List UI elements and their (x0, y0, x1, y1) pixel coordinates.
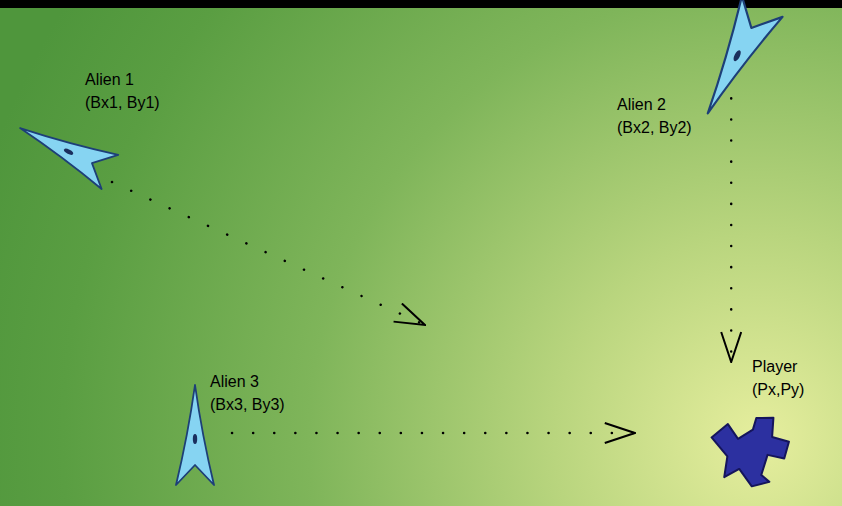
player-ship: Player (Px,Py) (700, 355, 820, 490)
alien-body (12, 111, 119, 189)
player-icon (700, 355, 820, 490)
alien-eye (63, 148, 74, 156)
ship-name: Player (752, 357, 797, 376)
alien-ship: Alien 1 (Bx1, By1) (10, 65, 200, 190)
ship-name: Alien 1 (85, 70, 134, 89)
alien-body (176, 385, 214, 485)
ship-name: Alien 2 (617, 95, 666, 114)
alien-eye (193, 434, 197, 444)
coordinate-label: (Bx1, By1) (85, 93, 160, 112)
alien-body (687, 0, 782, 124)
shot-trajectory (232, 432, 635, 435)
ship-name: Alien 3 (210, 372, 259, 391)
coordinate-label: (Px,Py) (752, 380, 804, 399)
coordinate-label: (Bx2, By2) (617, 118, 692, 137)
shot-trajectory (730, 98, 733, 362)
alien-ship: Alien 3 (Bx3, By3) (170, 370, 320, 490)
coordinate-label: (Bx3, By3) (210, 395, 285, 414)
alien-ship: Alien 2 (Bx2, By2) (610, 2, 780, 142)
top-bar (0, 0, 842, 8)
shot-direction (112, 182, 425, 325)
alien-eye (732, 49, 742, 62)
player-body (710, 414, 795, 491)
